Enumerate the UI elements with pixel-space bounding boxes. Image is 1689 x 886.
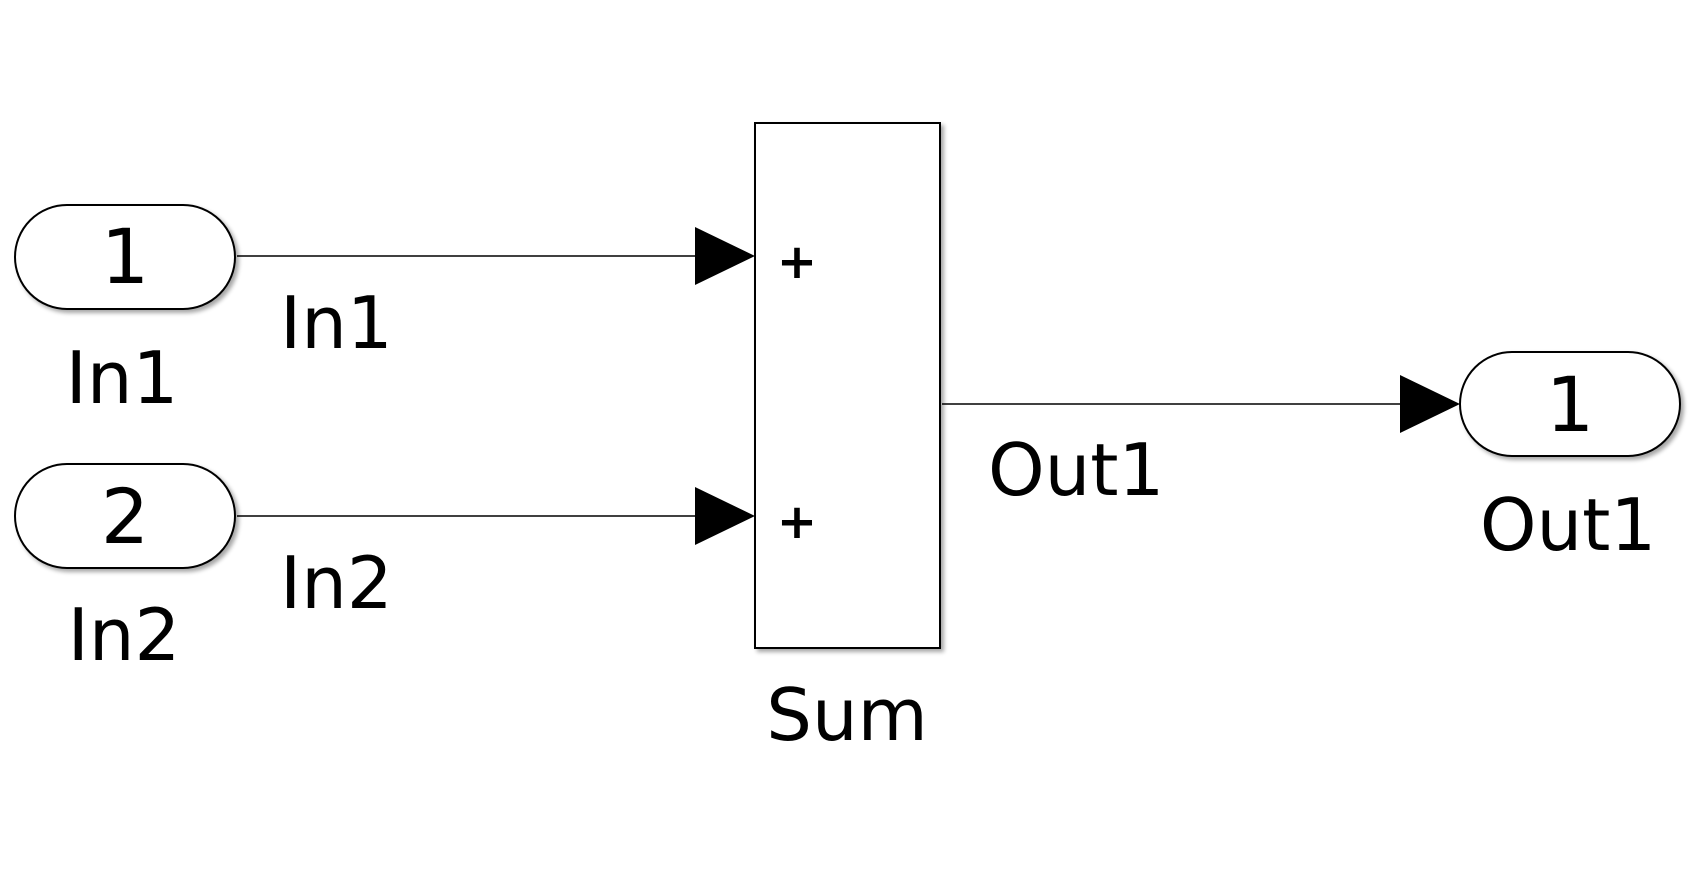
inport-block-in2[interactable]: 2 <box>14 463 236 569</box>
outport-shape <box>1459 351 1681 457</box>
arrowhead-icon <box>1400 375 1460 433</box>
inport-block-in1[interactable]: 1 <box>14 204 236 310</box>
sum-input-sign-1: + <box>777 234 817 290</box>
outport-block-out1[interactable]: 1 <box>1459 351 1681 457</box>
signal-line-in1[interactable] <box>237 227 755 285</box>
sum-block-name: Sum <box>766 673 927 757</box>
outport-block-name: Out1 <box>1480 483 1656 567</box>
sum-block[interactable]: + + <box>754 122 941 649</box>
inport-number: 1 <box>101 212 149 301</box>
arrowhead-icon <box>695 227 755 285</box>
inport-number: 2 <box>101 472 149 561</box>
signal-label-in1: In1 <box>280 281 393 365</box>
inport-block-name: In1 <box>66 336 179 420</box>
inport-shape <box>14 463 236 569</box>
signal-label-out1: Out1 <box>988 428 1164 512</box>
inport-block-name: In2 <box>68 593 181 677</box>
sum-input-sign-2: + <box>777 494 817 550</box>
sum-block-shape <box>754 122 941 649</box>
inport-shape <box>14 204 236 310</box>
signal-line-out1[interactable] <box>942 375 1460 433</box>
outport-number: 1 <box>1546 360 1594 449</box>
arrowhead-icon <box>695 487 755 545</box>
signal-label-in2: In2 <box>280 541 393 625</box>
signal-line-in2[interactable] <box>237 487 755 545</box>
